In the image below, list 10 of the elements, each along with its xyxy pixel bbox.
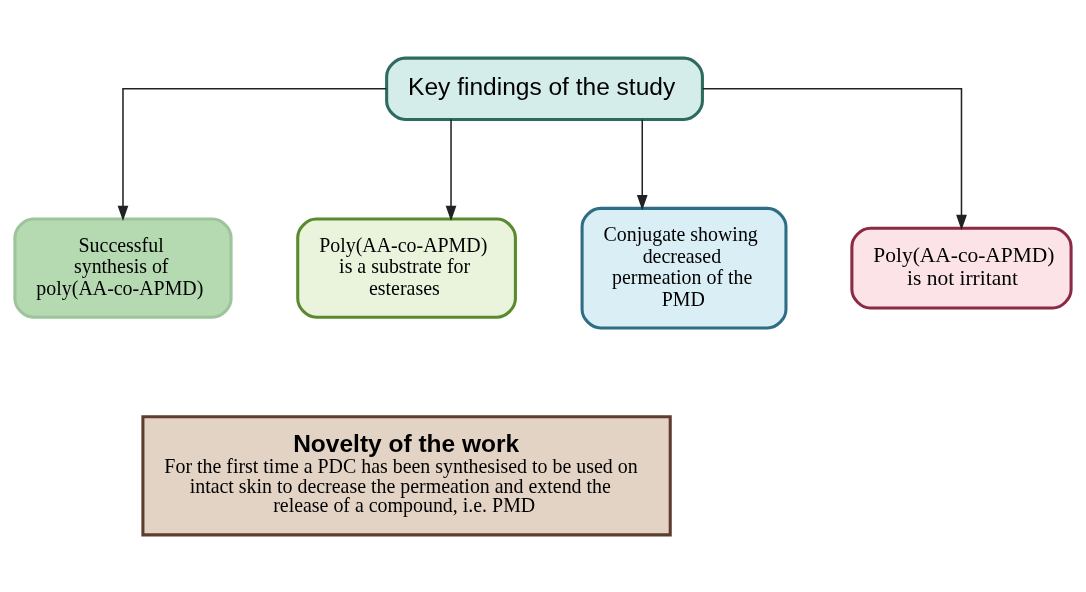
- arrow: [445, 118, 457, 221]
- arrow: [117, 87, 388, 221]
- node-box: Poly(AA-co-APMD) is a substrate for esterases: [296, 217, 517, 319]
- node-box: Conjugate showing decreased permeation of the PMD: [580, 206, 788, 329]
- node-box: Successful synthesis of poly(AA-co-APMD): [13, 217, 233, 319]
- arrow: [636, 118, 648, 210]
- node-box: Key findings of the study: [385, 56, 704, 121]
- node-box: Novelty of the work For the first time a PDC has been synthesised to be used on intact skin to decrease the permeation and extend the release of a compound, i.e. PMD: [141, 414, 672, 536]
- arrow: [702, 87, 967, 230]
- node-box: Poly(AA-co-APMD) is not irritant: [850, 226, 1073, 310]
